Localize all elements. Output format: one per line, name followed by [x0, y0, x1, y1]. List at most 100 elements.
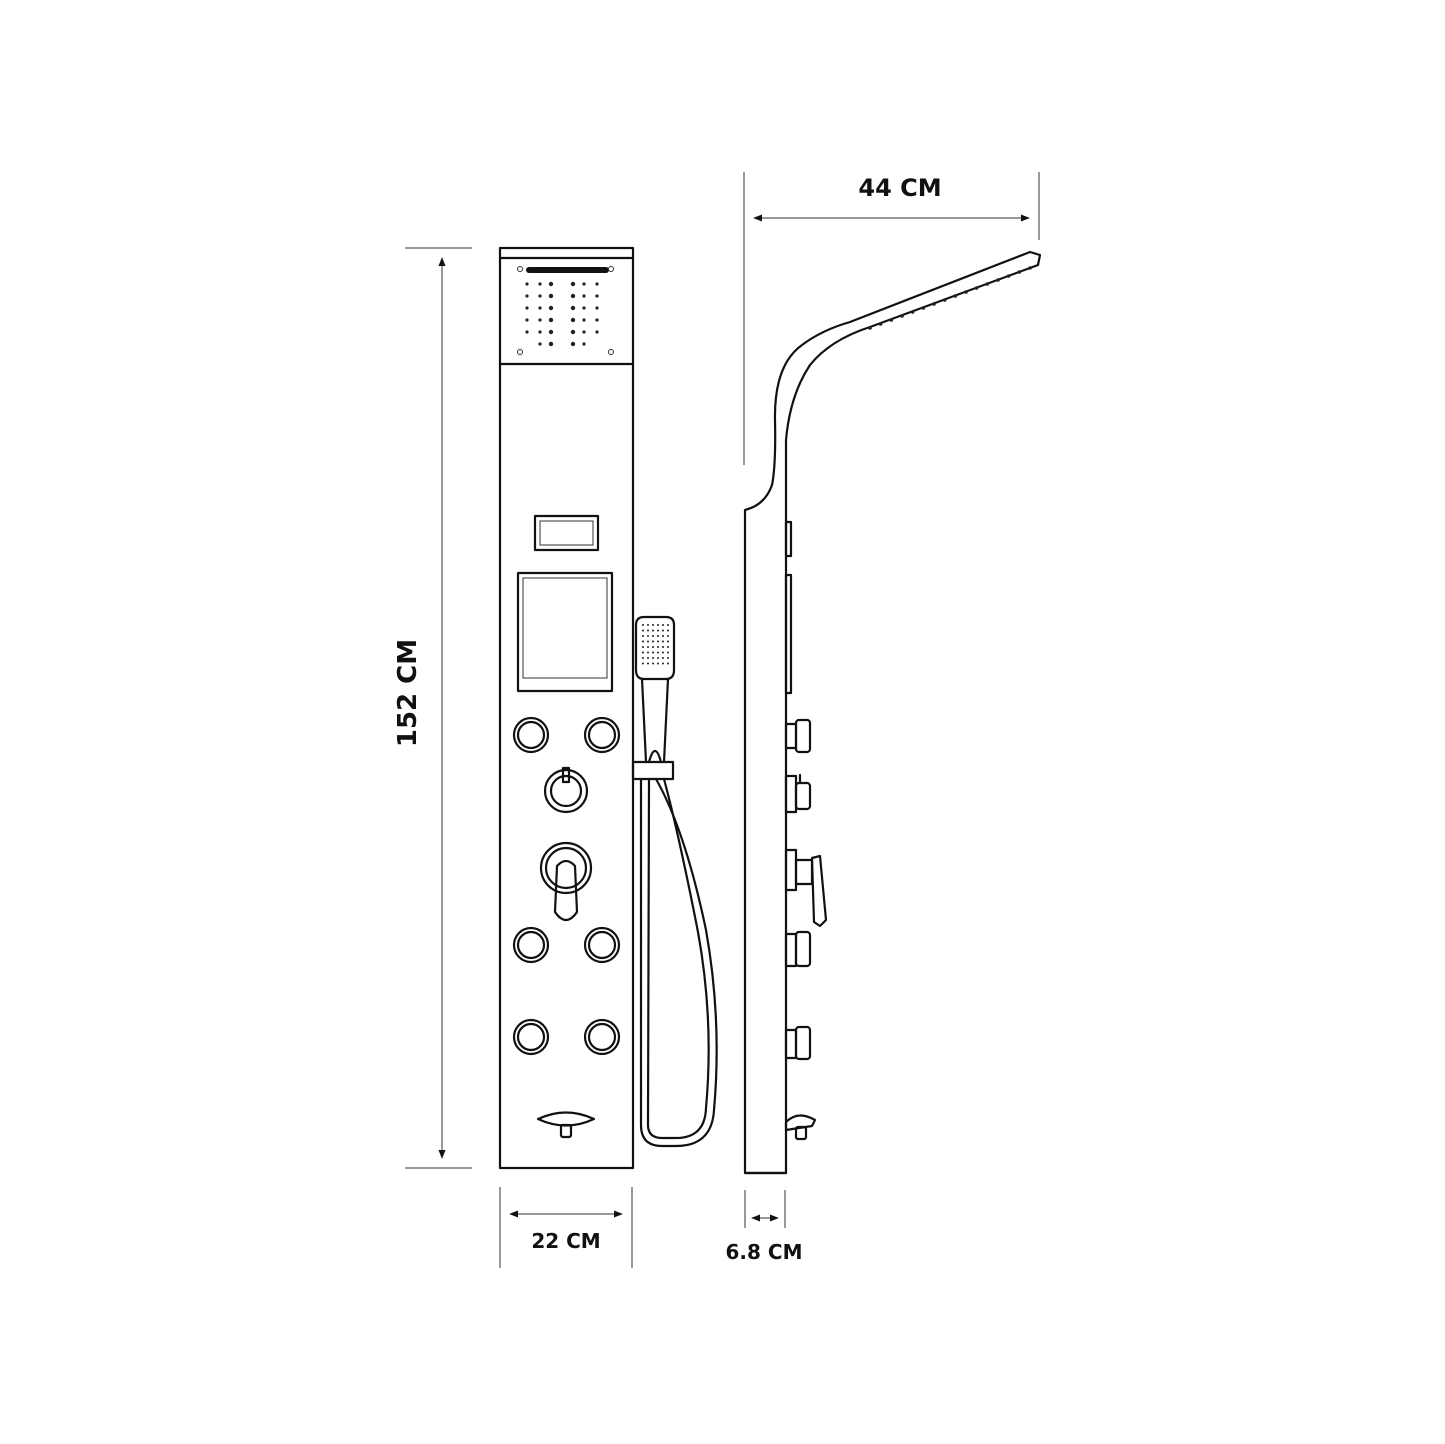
rain-nozzle — [548, 329, 554, 335]
rain-nozzle — [595, 318, 599, 322]
hand-nozzle — [657, 662, 659, 665]
side-panel-outline — [743, 250, 1042, 1175]
hand-nozzle — [652, 635, 654, 637]
hand-nozzle — [667, 635, 669, 637]
hand-nozzle — [667, 662, 669, 665]
storage-shelf — [516, 571, 614, 693]
rain-nozzle — [582, 306, 586, 310]
body-jet — [583, 716, 621, 754]
side-nozzle — [910, 310, 915, 314]
rain-nozzle — [548, 317, 554, 323]
side-nozzle — [996, 278, 1000, 282]
rain-nozzle-grid — [525, 281, 599, 347]
hand-nozzle — [652, 624, 654, 626]
rain-nozzle — [525, 282, 529, 286]
side-nozzle — [953, 294, 958, 298]
side-nozzle — [1028, 266, 1032, 270]
reach-dimension: 44 CM — [743, 172, 1040, 465]
body-jet-side — [784, 718, 812, 754]
hand-nozzle — [662, 640, 664, 643]
hand-nozzle — [667, 651, 669, 654]
hand-nozzle — [667, 624, 669, 626]
shower-hose-inner — [646, 777, 710, 1140]
rain-nozzle — [538, 330, 542, 334]
diverter-knob-side — [784, 773, 812, 814]
rain-nozzle — [525, 330, 529, 334]
reach-label: 44 CM — [858, 174, 941, 202]
rain-nozzle — [538, 282, 542, 286]
display-side — [784, 520, 793, 558]
hand-nozzle — [662, 629, 664, 632]
rain-nozzle — [570, 341, 576, 347]
width-label: 22 CM — [531, 1229, 600, 1253]
handle-end — [647, 749, 663, 764]
rain-nozzle — [570, 281, 576, 287]
hand-nozzle — [662, 646, 664, 648]
screw-icon — [608, 266, 614, 272]
hand-nozzle — [652, 662, 654, 665]
display-screen — [539, 520, 594, 546]
hand-nozzle — [667, 629, 669, 632]
hand-nozzle — [667, 646, 669, 648]
hand-nozzle — [647, 640, 649, 643]
hand-nozzle — [662, 624, 664, 626]
rain-nozzle — [595, 306, 599, 310]
rain-nozzle — [582, 342, 586, 346]
height-dimension: 152 CM — [393, 247, 472, 1169]
side-nozzle — [974, 286, 979, 290]
hand-nozzle — [662, 662, 664, 665]
rain-nozzle — [538, 306, 542, 310]
side-nozzle — [921, 306, 926, 310]
rain-nozzle — [548, 293, 554, 299]
rain-nozzle — [538, 342, 542, 346]
hand-nozzle — [657, 646, 659, 648]
depth-label: 6.8 CM — [726, 1240, 803, 1264]
panel-outline — [498, 246, 635, 1170]
side-nozzle — [878, 322, 883, 326]
rain-nozzle — [582, 282, 586, 286]
shelf-side — [784, 573, 793, 695]
hand-nozzle — [657, 624, 659, 626]
hand-nozzle — [662, 657, 664, 659]
height-label: 152 CM — [393, 639, 423, 747]
hand-nozzle — [642, 640, 644, 643]
shelf-inner — [522, 577, 608, 679]
rain-nozzle — [548, 305, 554, 311]
side-nozzle — [1006, 274, 1011, 278]
rain-nozzle — [582, 294, 586, 298]
waterfall-slot — [526, 267, 609, 273]
hand-nozzle — [652, 640, 654, 643]
shower-hose-outer — [639, 777, 718, 1148]
width-dimension: 22 CM — [499, 1187, 633, 1268]
hand-shower-holder — [631, 760, 675, 781]
screw-icon — [517, 349, 523, 355]
body-jet — [512, 1018, 550, 1056]
rain-nozzle — [538, 318, 542, 322]
hand-nozzle — [642, 662, 644, 665]
rain-nozzle — [582, 318, 586, 322]
hand-nozzle — [642, 635, 644, 637]
tub-spout-side — [784, 1114, 817, 1141]
depth-dimension: 6.8 CM — [726, 1190, 803, 1264]
hand-nozzle — [642, 646, 644, 648]
side-nozzle — [868, 326, 872, 330]
hand-nozzle — [652, 651, 654, 654]
hand-shower-handle — [640, 677, 670, 764]
rain-nozzle — [595, 330, 599, 334]
rain-nozzle — [548, 281, 554, 287]
temperature-display — [533, 514, 600, 552]
rain-nozzle — [595, 282, 599, 286]
side-nozzle — [1017, 270, 1022, 274]
side-view-panel — [743, 250, 1042, 1175]
diverter-knob — [543, 766, 589, 814]
rain-nozzle — [582, 330, 586, 334]
rain-nozzle — [570, 317, 576, 323]
hand-nozzle — [657, 651, 659, 654]
hand-nozzle — [657, 657, 659, 659]
rain-shower-head — [517, 266, 614, 355]
screw-icon — [517, 266, 523, 272]
rain-nozzle — [548, 341, 554, 347]
body-jet — [512, 926, 550, 964]
